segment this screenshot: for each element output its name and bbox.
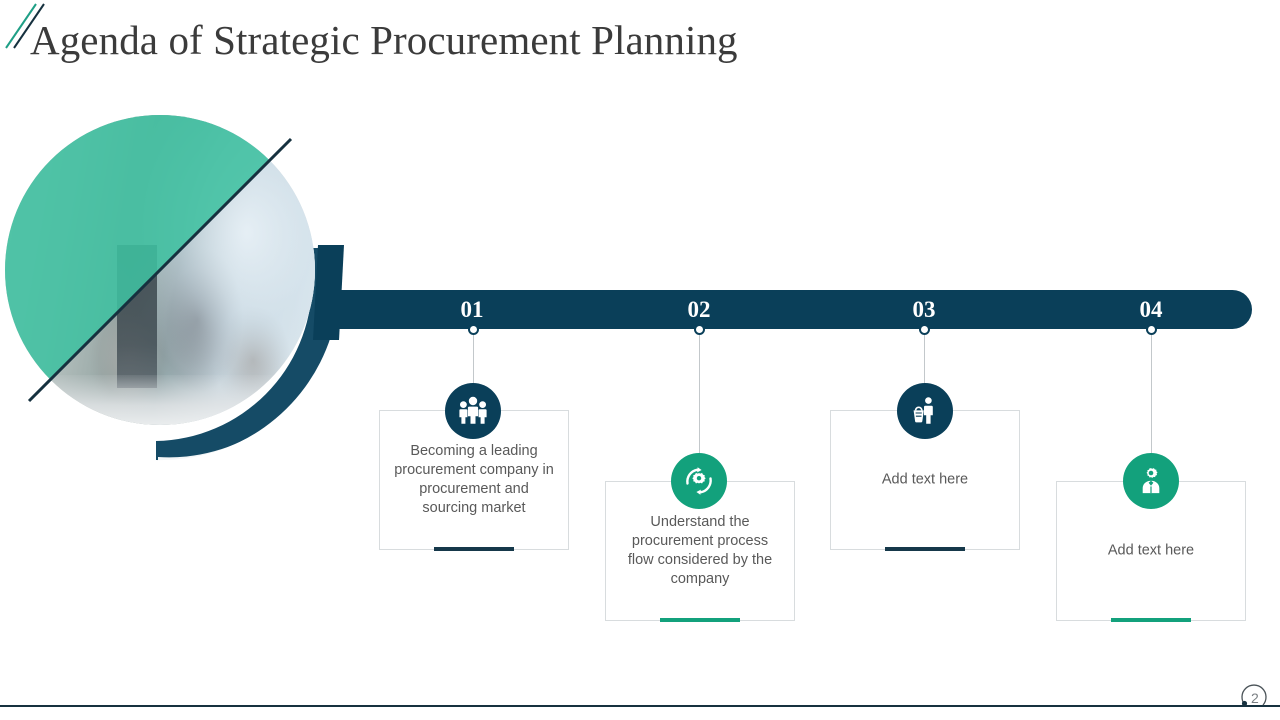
step-card-04-text: Add text here <box>1107 542 1195 559</box>
step-number-02: 02 <box>687 297 711 322</box>
step-number-03: 03 <box>912 297 936 322</box>
group-of-people-icon[interactable] <box>445 383 501 439</box>
page-number-arc-icon <box>1241 684 1267 707</box>
connector-line-04 <box>1151 335 1152 454</box>
step-card-02-underline <box>660 618 740 622</box>
step-card-02[interactable]: Understand the procurement process flow … <box>605 481 795 622</box>
page-title: Agenda of Strategic Procurement Planning <box>30 17 738 63</box>
step-card-01-text: Becoming a leading procurement company i… <box>394 443 554 516</box>
timeline-node-02[interactable] <box>694 324 705 335</box>
step-card-02-text: Understand the procurement process flow … <box>627 514 773 587</box>
photo-circle <box>5 115 315 425</box>
connector-line-03 <box>924 335 925 383</box>
footer-divider <box>0 705 1280 707</box>
shopper-with-basket-icon[interactable] <box>897 383 953 439</box>
step-number-01: 01 <box>460 297 484 322</box>
gear-refresh-cycle-icon[interactable] <box>671 453 727 509</box>
businessman-gear-icon[interactable] <box>1123 453 1179 509</box>
timeline-banner <box>336 290 1252 329</box>
timeline-node-04[interactable] <box>1146 324 1157 335</box>
hero-photo-composition <box>0 108 345 473</box>
step-card-01-underline <box>434 547 514 551</box>
step-card-03-text: Add text here <box>881 471 969 488</box>
connector-line-01 <box>473 335 474 383</box>
timeline-node-01[interactable] <box>468 324 479 335</box>
timeline-node-03[interactable] <box>919 324 930 335</box>
step-card-03-underline <box>885 547 965 551</box>
step-number-04: 04 <box>1139 297 1163 322</box>
step-card-04-underline <box>1111 618 1191 622</box>
connector-line-02 <box>699 335 700 454</box>
page-number: 2 <box>1251 690 1259 706</box>
